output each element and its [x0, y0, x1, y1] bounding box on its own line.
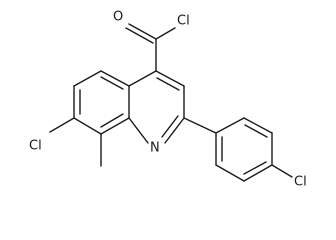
bond-ph5-ph6 — [215, 164, 245, 182]
bond-c4a-c5 — [100, 70, 130, 87]
bond-ph1-ph2 — [215, 117, 245, 134]
atom-label-phenyl-chlorine: Cl — [294, 175, 307, 190]
atom-labels: O Cl Cl N Cl — [29, 10, 307, 190]
bond-carbonyl-oxygen-double — [125, 27, 154, 44]
bond-c2-n1 — [164, 117, 185, 144]
bond-carbonyl-chlorine — [155, 27, 176, 40]
bond-ph4-ph5 — [243, 164, 273, 182]
bond-c5-c6 — [73, 70, 102, 87]
bond-c4-c3-inner — [156, 77, 180, 91]
bond-c4-c3 — [155, 70, 185, 87]
bond-lines — [49, 23, 293, 182]
bond-c2-n1-inner — [161, 115, 179, 138]
bond-c8-c8a — [100, 117, 130, 135]
atom-label-ring-nitrogen: N — [150, 141, 160, 156]
bond-ph4-ph5-inner — [243, 161, 267, 175]
bond-ph2-ph3 — [243, 117, 273, 134]
bond-carbonyl-oxygen — [128, 23, 157, 40]
bond-ph2-ph3-inner — [244, 124, 268, 138]
bond-c4a-c4 — [128, 70, 157, 87]
bond-c4a-c5-inner — [100, 76, 124, 90]
bond-c7-c8 — [73, 117, 102, 135]
bond-n1-c8a — [128, 117, 149, 144]
chemical-structure-diagram: O Cl Cl N Cl — [29, 10, 307, 190]
bond-c8-c8a-inner — [100, 113, 124, 128]
bond-ph4-chlorine — [271, 164, 293, 178]
bond-c7-chlorine — [49, 117, 75, 133]
atom-label-ring-chlorine: Cl — [29, 139, 42, 154]
atom-label-carbonyl-oxygen: O — [113, 10, 123, 25]
bond-c2-phenyl — [183, 117, 217, 134]
atom-label-acyl-chlorine: Cl — [177, 14, 190, 29]
